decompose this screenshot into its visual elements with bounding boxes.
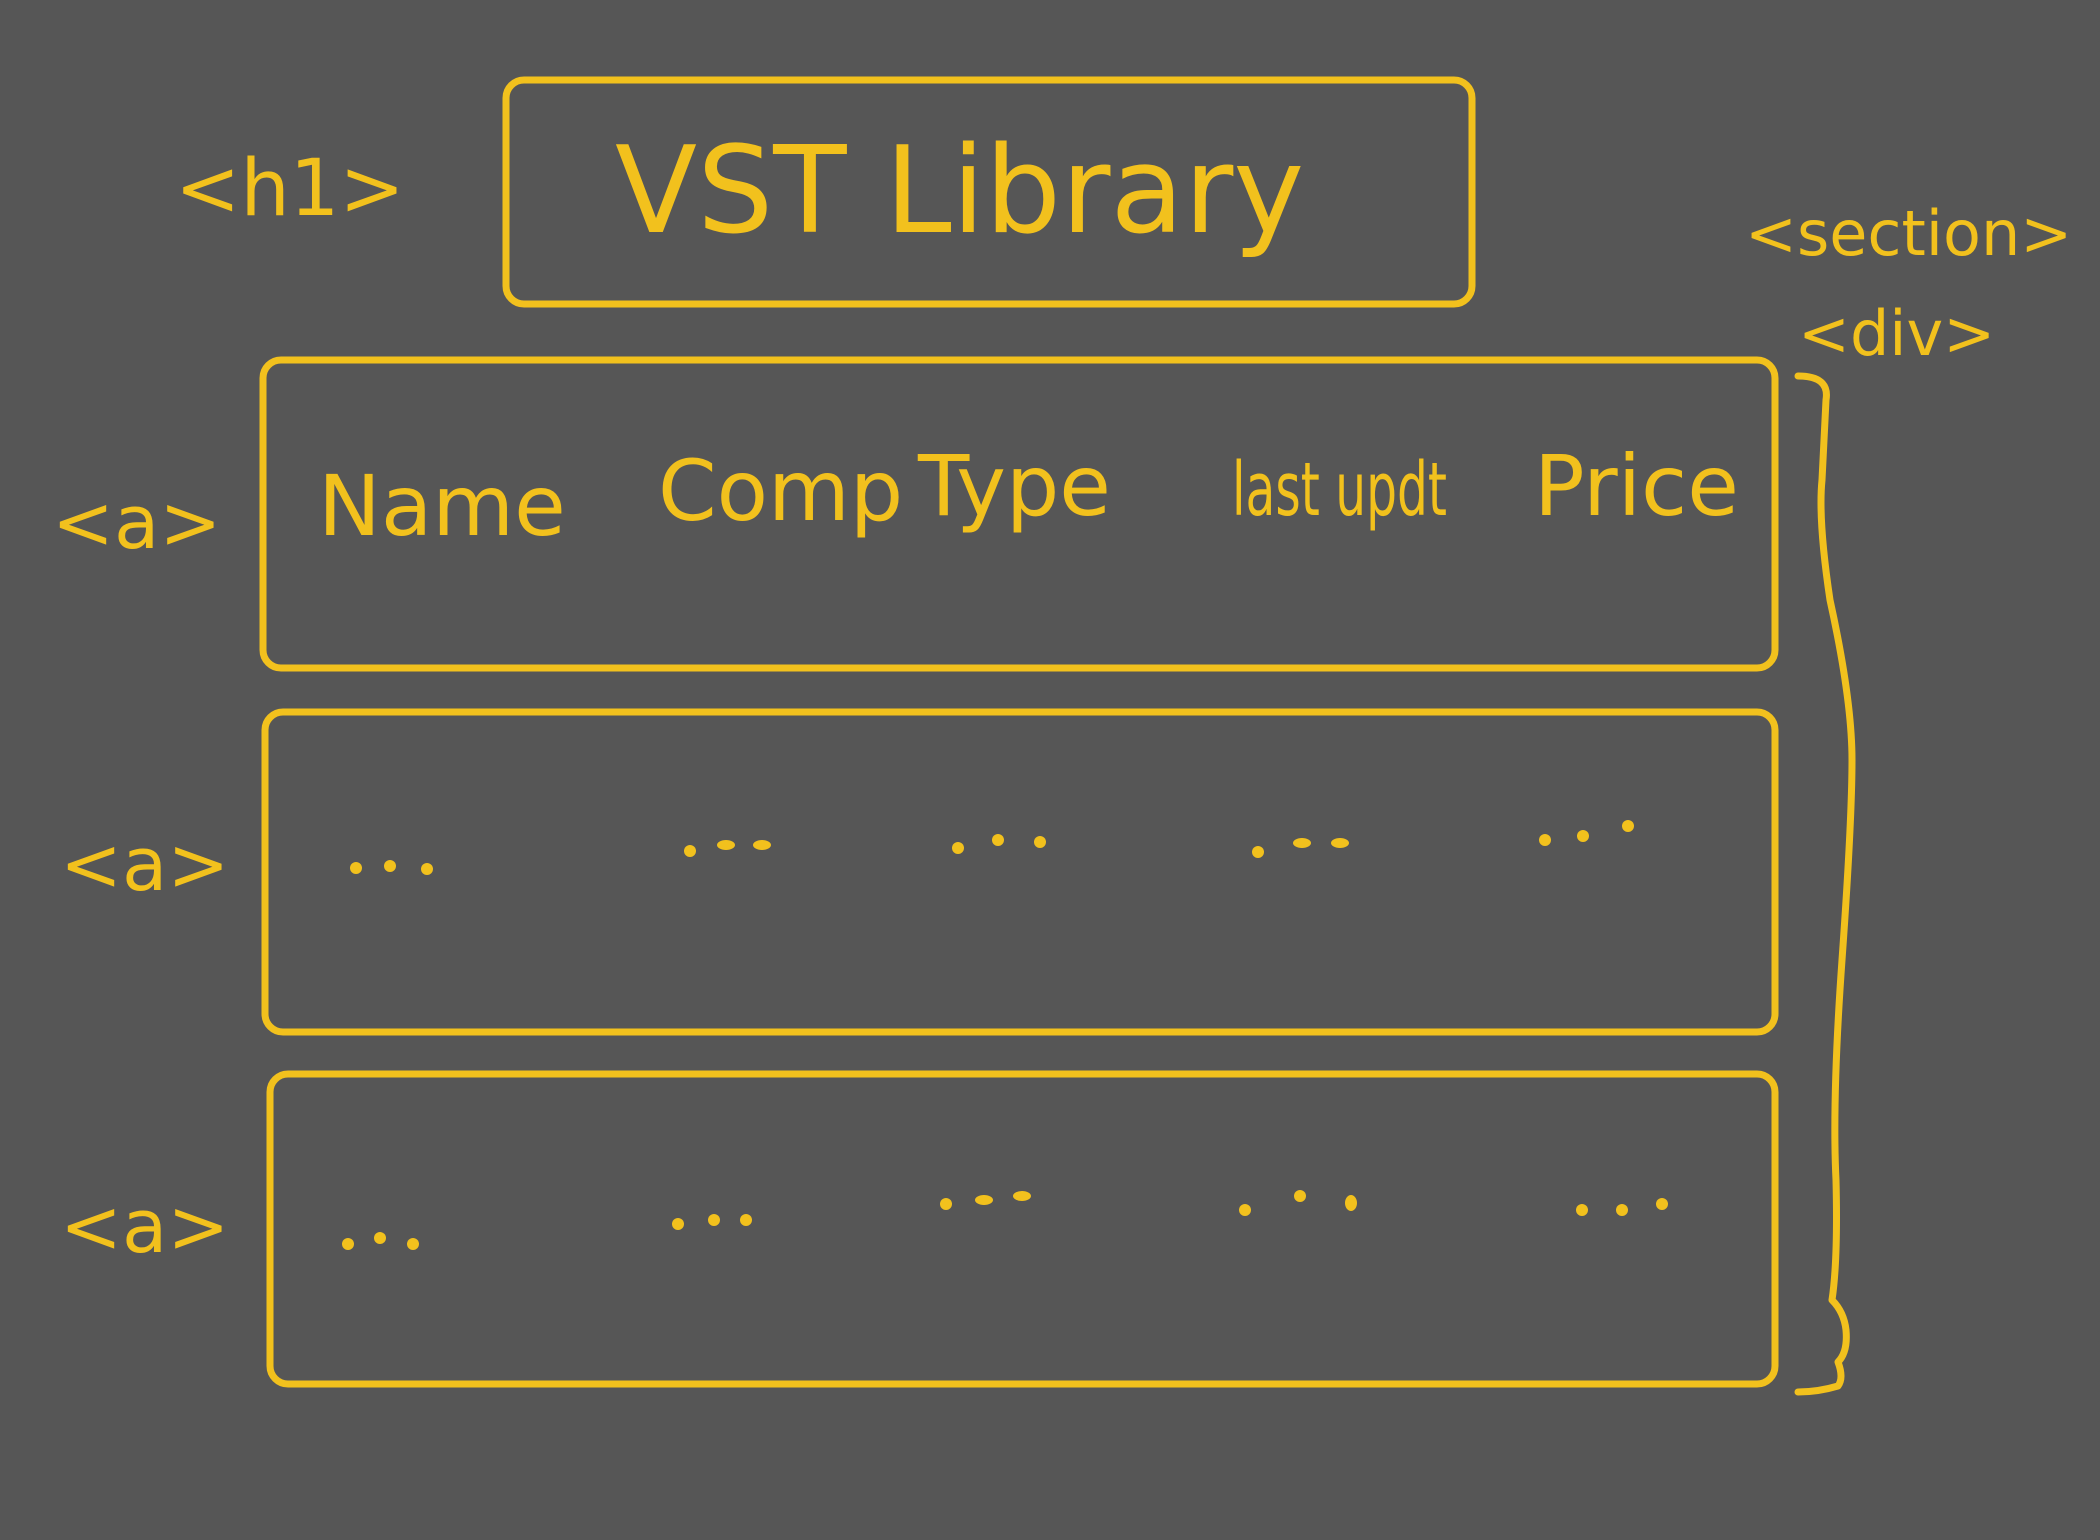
row-1-cell-comp-dots [684,840,771,857]
title-box [502,76,1476,308]
row-tag-label-2: <a> [60,822,229,908]
data-row-2-cells [342,1190,1668,1250]
row-2-cell-last-updated-dots [1239,1190,1357,1216]
header-row-box[interactable] [259,356,1779,672]
div-tag-label: <div> [1798,297,1995,370]
row-tag-label-1: <a> [52,480,221,566]
h1-tag-label: <h1> [175,144,405,234]
section-brace [1794,372,1856,1396]
row-1-cell-last-updated-dots [1252,838,1349,858]
row-2-cell-comp-dots [672,1214,752,1230]
column-header-name: Name [318,457,566,555]
data-row-1-cells: ... [350,820,1634,875]
page-title: VST Library [615,122,1304,261]
row-1-cell-type-dots [952,834,1046,854]
column-header-type: Type [917,437,1111,535]
data-row-1-box[interactable] [261,708,1779,1036]
column-header-last-updated: last updt [1232,447,1447,533]
row-2-cell-type-dots [940,1191,1031,1210]
row-2-cell-name-dots [342,1232,419,1250]
data-row-2-box[interactable] [266,1070,1779,1388]
section-tag-label: <section> [1745,197,2072,270]
row-tag-label-3: <a> [60,1184,229,1270]
column-header-comp: Comp [658,442,903,540]
row-1-cell-name-dots [350,860,433,875]
row-1-cell-price-dots [1539,820,1634,846]
row-2-cell-price-dots [1576,1198,1668,1216]
column-header-price: Price [1534,437,1739,535]
